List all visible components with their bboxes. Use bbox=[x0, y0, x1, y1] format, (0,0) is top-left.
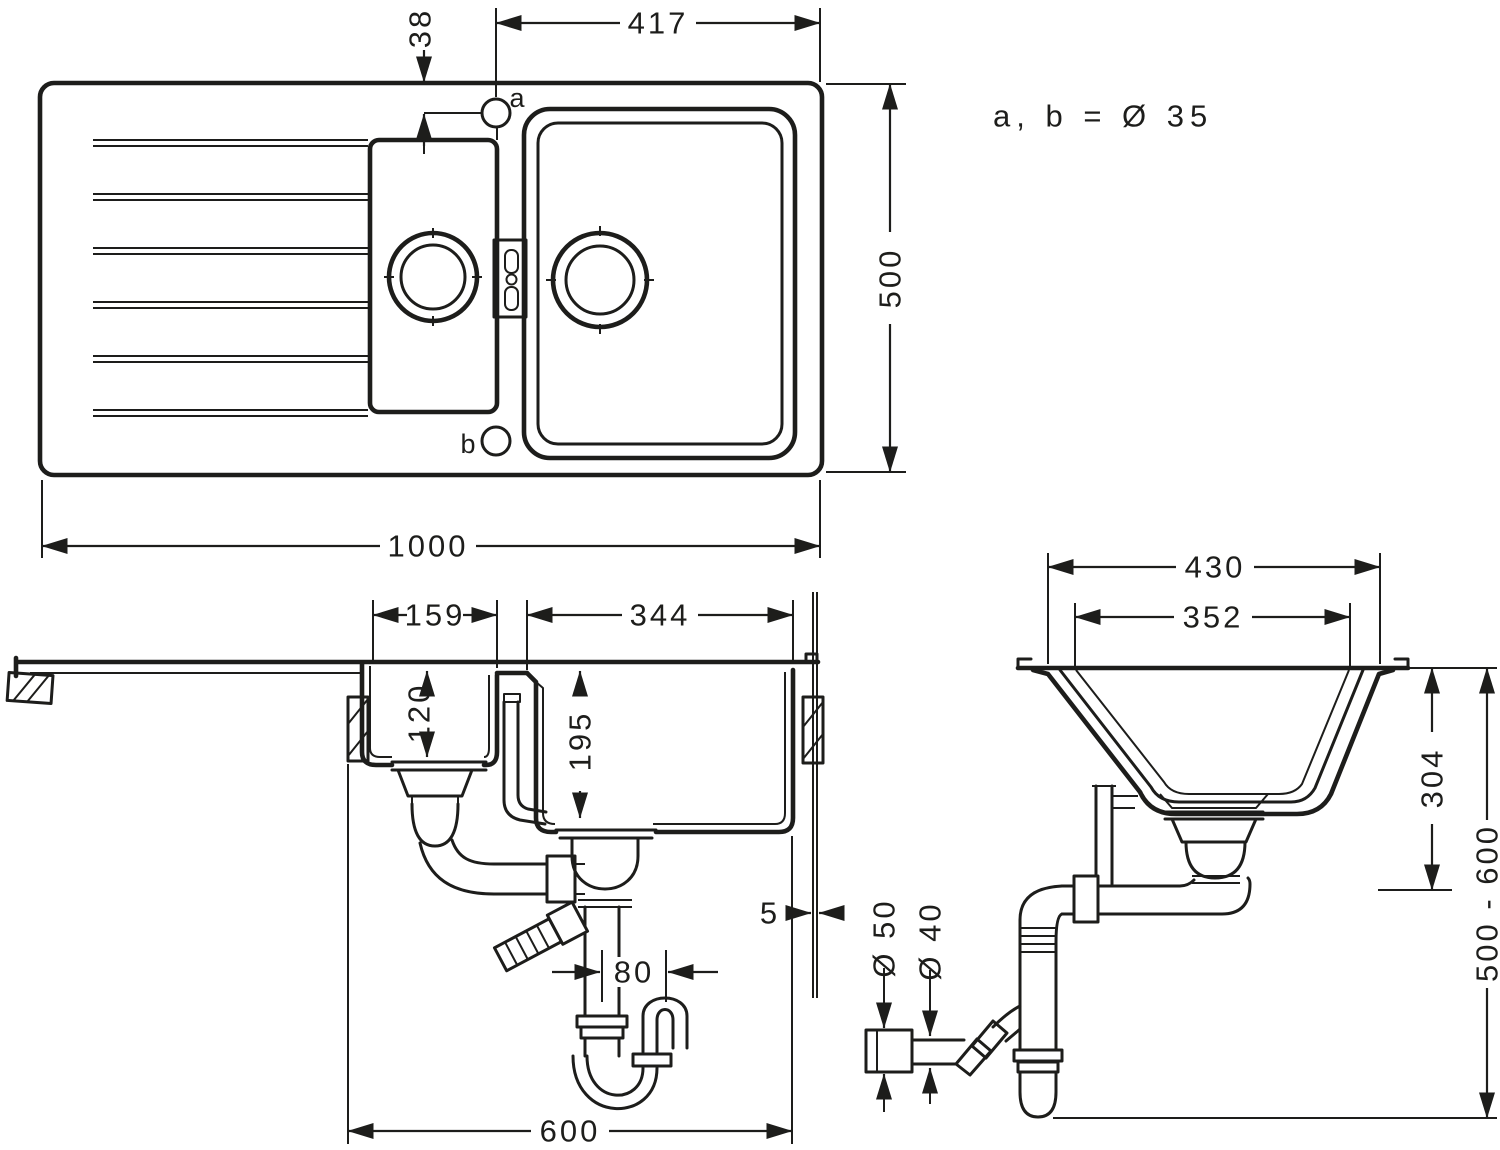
dim-half-bowl-width: 159 bbox=[405, 598, 466, 633]
dishwasher-hose bbox=[492, 900, 590, 973]
dim-main-bowl-width: 344 bbox=[630, 598, 691, 633]
tap-hole-b-label: b bbox=[460, 429, 475, 459]
dim-half-bowl-depth: 120 bbox=[402, 683, 437, 744]
longitudinal-section bbox=[5, 652, 825, 1111]
tap-hole-a bbox=[480, 97, 512, 129]
main-bowl-inner-plan bbox=[536, 121, 784, 446]
main-bowl-plan bbox=[521, 106, 798, 461]
longitudinal-section-dimensions: 159 344 120 195 80 5 600 bbox=[347, 592, 845, 1149]
dim-overall-depth: 500 bbox=[873, 248, 908, 309]
dim-tap-hole-offset: 38 bbox=[403, 8, 438, 48]
dim-drain-height-range: 500 - 600 bbox=[1470, 824, 1500, 982]
cross-section-dimensions: 430 352 304 500 - 600 Ø 50 Ø 40 bbox=[867, 550, 1500, 1119]
main-bowl-drain bbox=[546, 226, 654, 334]
cross-section bbox=[864, 657, 1497, 1119]
half-bowl-drain bbox=[384, 228, 482, 326]
dim-waste-pipe-inner: Ø 40 bbox=[913, 901, 948, 980]
plan-dimensions: 417 38 500 1000 bbox=[41, 6, 908, 564]
tap-hole-a-label: a bbox=[509, 83, 525, 113]
dim-rim-overhang: 5 bbox=[760, 896, 780, 931]
overflow-plan bbox=[492, 238, 528, 319]
p-trap bbox=[571, 996, 689, 1111]
cross-strainer bbox=[1163, 810, 1265, 884]
counter-cut-mid bbox=[346, 695, 370, 763]
dim-overall-width: 1000 bbox=[388, 529, 469, 564]
half-bowl-profile bbox=[359, 661, 500, 768]
dim-bowl-outer-width: 430 bbox=[1185, 550, 1246, 585]
bowl-outer-wall bbox=[1030, 667, 1396, 817]
sink-outline-plan bbox=[37, 80, 825, 478]
dim-waste-pipe-outer: Ø 50 bbox=[867, 898, 902, 977]
dim-outlet-offset: 80 bbox=[614, 955, 654, 990]
half-bowl-plan bbox=[367, 137, 500, 415]
half-bowl-waste bbox=[390, 760, 585, 904]
drainboard-grooves bbox=[93, 139, 368, 417]
plan-view: a b bbox=[37, 80, 825, 478]
overflow-pipe bbox=[502, 700, 548, 826]
dim-bowl-inner-width: 352 bbox=[1183, 600, 1244, 635]
dim-mounting-depth: 304 bbox=[1415, 748, 1450, 809]
dim-main-bowl-depth: 195 bbox=[563, 711, 598, 772]
dim-cabinet-width: 600 bbox=[540, 1114, 601, 1149]
cross-overflow-pipe bbox=[1094, 784, 1114, 886]
main-bowl-profile bbox=[524, 667, 796, 835]
wall-outlet bbox=[864, 1004, 1022, 1077]
dim-main-bowl-offset: 417 bbox=[628, 6, 689, 41]
tap-hole-note: a, b = Ø 35 bbox=[993, 99, 1213, 134]
tap-hole-b bbox=[480, 425, 512, 457]
cross-drain-pipes bbox=[1012, 874, 1252, 1119]
overflow-slot bbox=[503, 693, 521, 703]
counter-cut-left bbox=[5, 671, 55, 706]
